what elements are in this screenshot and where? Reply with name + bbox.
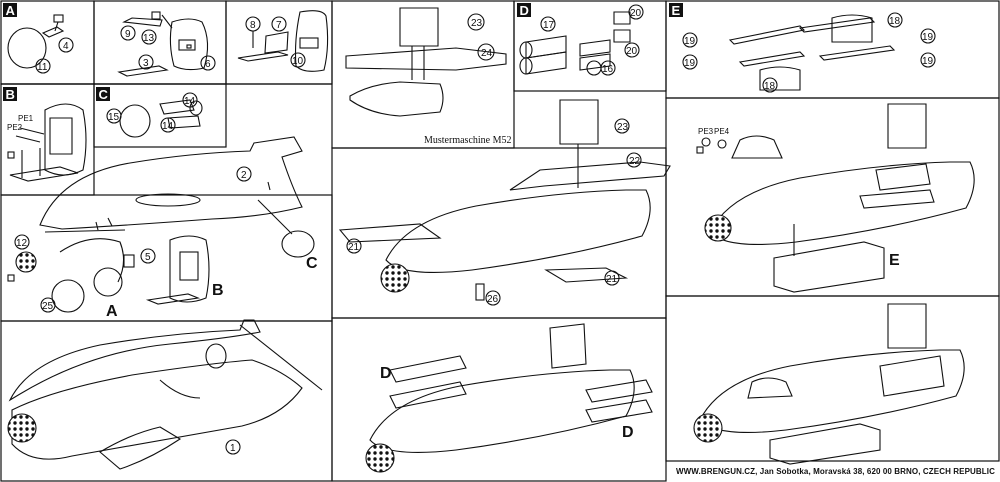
part-label-23a: 23	[471, 18, 483, 29]
finished-model	[693, 303, 965, 465]
fuselage-join	[7, 319, 323, 470]
panel-e-stand	[682, 12, 936, 93]
part-label-24: 24	[481, 48, 493, 59]
part-label-15: 15	[108, 112, 120, 123]
section-tag-c: C	[96, 87, 110, 102]
panel-cockpit-parts	[117, 11, 216, 77]
part-label-22: 22	[629, 156, 641, 167]
panel-d-boosters	[519, 4, 644, 76]
part-label-18b: 18	[764, 81, 776, 92]
part-label-6: 6	[205, 59, 211, 70]
tail-wing-assembly	[345, 7, 507, 117]
panel-seat-parts	[237, 10, 329, 72]
part-label-11: 11	[37, 62, 48, 73]
stand-assembly	[696, 103, 975, 293]
callout-d-right: D	[622, 424, 634, 441]
part-label-9: 9	[125, 29, 131, 40]
main-assembly	[338, 99, 671, 306]
section-tag-e: E	[669, 3, 683, 18]
pe-label-1: PE1	[18, 114, 34, 123]
part-label-19c: 19	[922, 32, 934, 43]
pe-label-2: PE2	[7, 123, 23, 132]
callout-e: E	[889, 252, 900, 269]
part-label-21b: 21	[606, 274, 618, 285]
booster-attach	[365, 323, 653, 473]
callout-a: A	[106, 303, 118, 320]
section-b-label: B	[6, 87, 15, 102]
part-label-12: 12	[16, 238, 28, 249]
part-label-20b: 20	[626, 46, 638, 57]
callout-d-left: D	[380, 365, 392, 382]
part-label-17: 17	[543, 20, 555, 31]
part-label-23b: 23	[617, 122, 629, 133]
section-tag-b: B	[3, 87, 17, 102]
part-label-16: 16	[602, 64, 614, 75]
part-label-1: 1	[230, 443, 236, 454]
part-label-25: 25	[42, 301, 54, 312]
part-label-20a: 20	[630, 8, 642, 19]
section-a-label: A	[6, 3, 16, 18]
part-label-4: 4	[63, 41, 69, 52]
pe-label-3: PE3	[698, 127, 714, 136]
part-label-13: 13	[143, 33, 155, 44]
fuselage-half-exploded	[7, 136, 315, 313]
panel-a-parts	[7, 14, 74, 74]
part-label-3: 3	[143, 58, 149, 69]
part-label-8: 8	[250, 20, 256, 31]
callout-c: C	[306, 255, 318, 272]
part-label-26: 26	[487, 294, 499, 305]
part-label-2: 2	[241, 170, 247, 181]
pe-label-4: PE4	[714, 127, 730, 136]
panel-b-assembly	[7, 103, 87, 182]
part-label-21a: 21	[348, 242, 360, 253]
part-label-19d: 19	[922, 56, 934, 67]
section-e-label: E	[672, 3, 681, 18]
part-label-5: 5	[145, 252, 151, 263]
part-label-10: 10	[292, 56, 304, 67]
section-c-label: C	[99, 87, 109, 102]
part-label-19b: 19	[684, 58, 696, 69]
part-label-7: 7	[276, 20, 282, 31]
part-label-19a: 19	[684, 36, 696, 47]
section-d-label: D	[520, 3, 529, 18]
part-label-14b: 14	[162, 121, 174, 132]
section-tag-a: A	[3, 3, 17, 18]
callout-b: B	[212, 282, 224, 299]
part-label-18a: 18	[889, 16, 901, 27]
section-tag-d: D	[517, 3, 531, 18]
prototype-caption: Mustermaschine M52	[424, 135, 512, 146]
part-label-14a: 14	[184, 96, 196, 107]
panel-c-parts	[106, 92, 203, 138]
footer-credits: WWW.BRENGUN.CZ, Jan Sobotka, Moravská 38…	[676, 467, 995, 476]
